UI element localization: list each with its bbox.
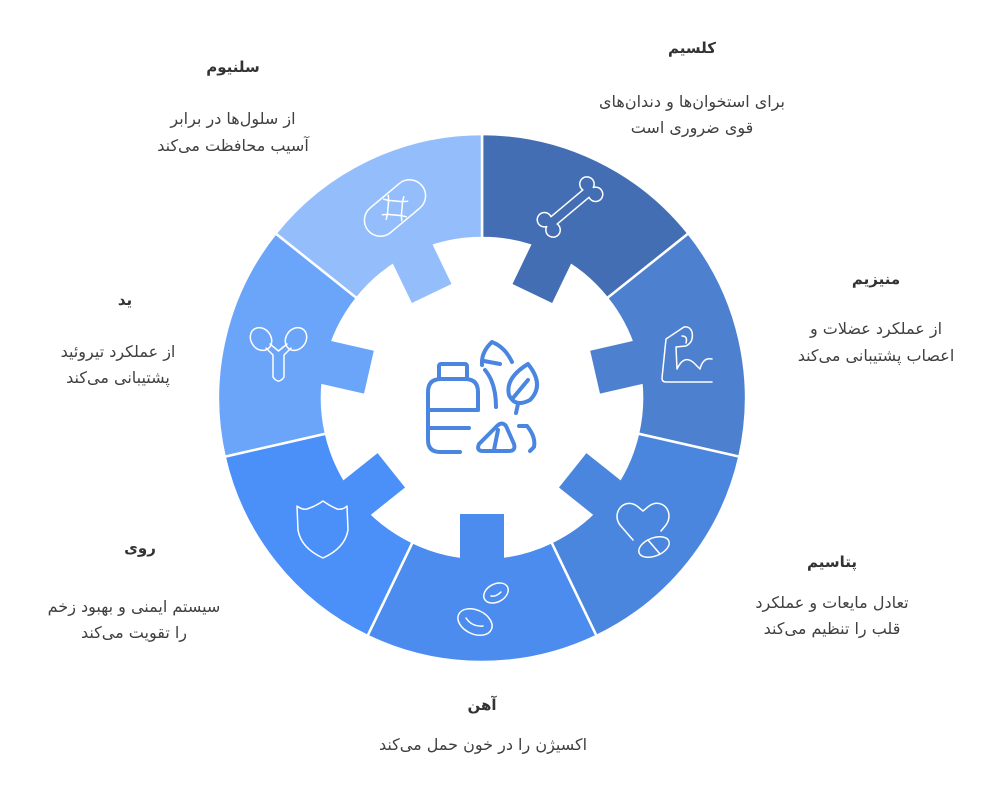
segment-zinc-tab [338,453,406,519]
zinc-description-line: را تقویت می‌کند [80,623,188,642]
segment-selenium-arc [273,132,484,300]
potassium-description-line: تعادل مایعات و عملکرد [755,593,909,612]
calcium-description: برای استخوان‌ها و دندان‌های قوی ضروری اس… [599,89,785,141]
zinc-description-line: سیستم ایمنی و بهبود زخم [47,597,221,616]
segment-selenium-tab [390,238,452,304]
magnesium-description-line: اعصاب پشتیبانی می‌کند [797,346,955,365]
zinc-title: روی [124,539,156,557]
pill-triangle [476,421,517,453]
magnesium-description: از عملکرد عضلات و اعصاب پشتیبانی می‌کند [798,315,955,369]
segment-iron-tab [460,514,504,564]
pill-bracket [517,424,537,453]
potassium-description: تعادل مایعات و عملکرد قلب را تنظیم می‌کن… [755,590,908,642]
leaf-left [479,340,514,409]
segment-magnesium-tab [590,339,649,394]
zinc-description: سیستم ایمنی و بهبود زخم را تقویت می‌کند [48,594,221,646]
bottle-label [426,408,480,430]
bottle-cap [437,362,469,381]
magnesium-description-line: از عملکرد عضلات و [809,319,943,338]
leaf-right [506,362,539,415]
iodine-description-line: از عملکرد تیروئید [60,342,176,361]
supplements-icon [426,340,539,454]
segment-potassium-tab [558,453,626,519]
calcium-title: کلسیم [668,39,716,57]
magnesium-title: منیزیم [851,270,901,288]
selenium-title: سلنیوم [206,58,260,76]
segment-calcium-tab [512,238,574,304]
iron-title: آهن [467,696,497,714]
flexed-arm-icon [661,326,713,383]
bandage-icon [363,179,427,237]
shield-icon [296,500,349,559]
heart-pill-icon [616,502,670,559]
iron-description-line: اکسیژن را در خون حمل می‌کند [378,735,588,754]
potassium-title: پتاسیم [806,553,858,571]
segment-calcium [480,132,691,304]
calcium-description-line: قوی ضروری است [630,118,754,137]
iodine-description: از عملکرد تیروئید پشتیبانی می‌کند [61,339,176,391]
iodine-description-line: پشتیبانی می‌کند [66,368,170,387]
iron-description: اکسیژن را در خون حمل می‌کند [379,732,587,758]
segment-iodine-tab [315,339,374,394]
segment-selenium [273,132,484,304]
selenium-description: از سلول‌ها در برابر آسیب محافظت می‌کند [157,105,309,159]
potassium-description-line: قلب را تنظیم می‌کند [763,619,901,638]
selenium-description-line: آسیب محافظت می‌کند [157,136,309,155]
bone-icon [534,174,605,240]
iodine-title: ید [117,291,133,309]
bottle-body [426,377,480,454]
calcium-description-line: برای استخوان‌ها و دندان‌های [598,92,786,111]
blood-cells-icon [457,582,509,637]
selenium-description-line: از سلول‌ها در برابر [170,109,296,128]
thyroid-icon [249,326,308,382]
